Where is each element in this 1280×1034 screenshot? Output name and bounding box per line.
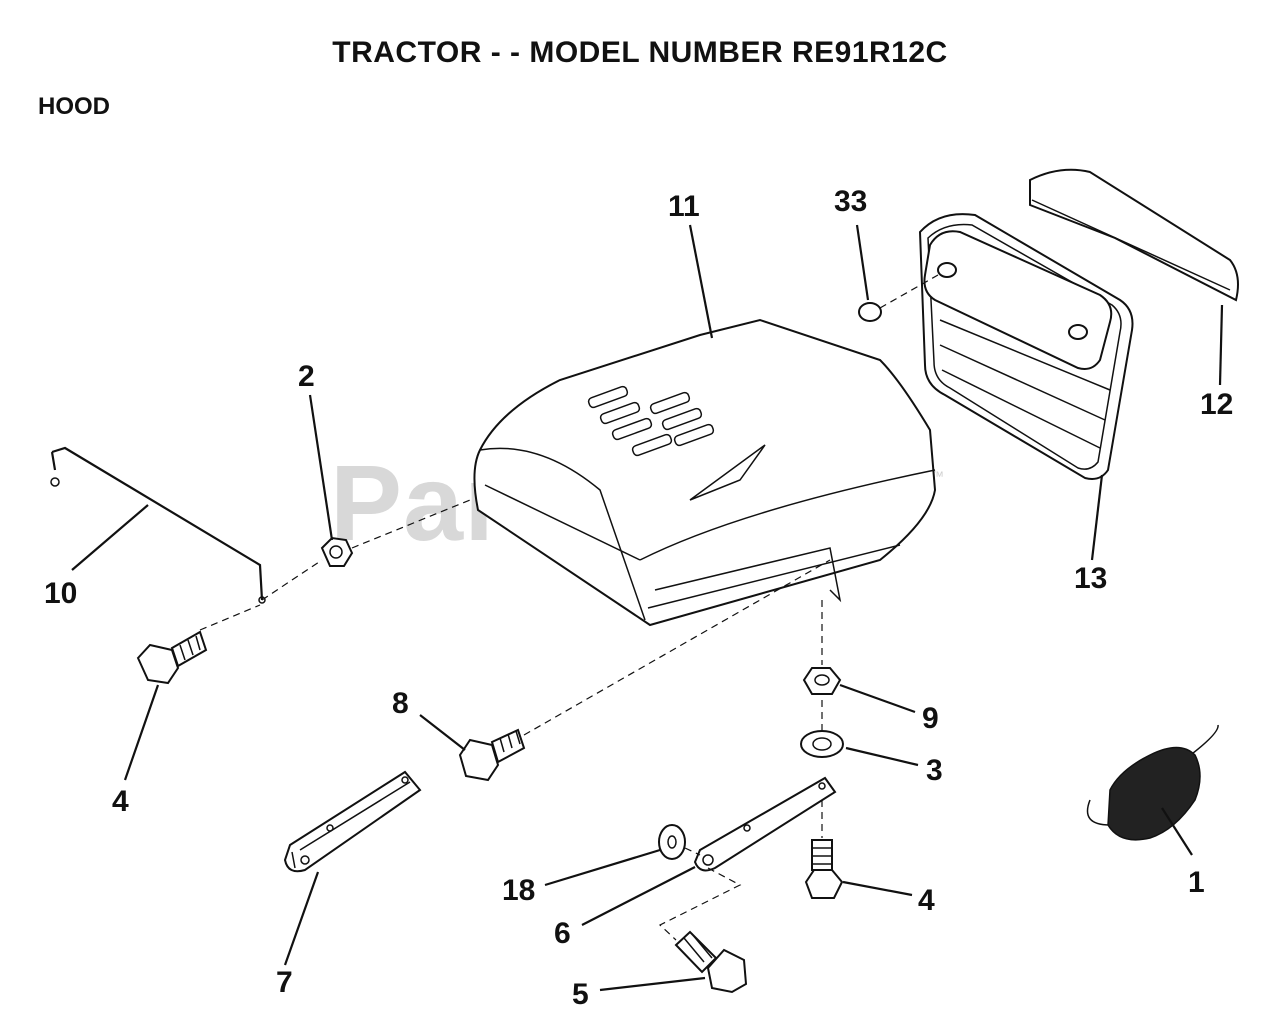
callout-1: 1 xyxy=(1188,866,1205,899)
callout-33: 33 xyxy=(834,185,867,218)
callout-6: 6 xyxy=(554,917,571,950)
callout-8: 8 xyxy=(392,687,409,720)
callout-2: 2 xyxy=(298,360,315,393)
part-nut xyxy=(320,536,354,567)
callout-7: 7 xyxy=(276,966,293,999)
part-washer-small xyxy=(658,824,686,860)
part-washer xyxy=(800,730,844,758)
callout-18: 18 xyxy=(502,874,535,907)
callout-13: 13 xyxy=(1074,562,1107,595)
callout-10: 10 xyxy=(44,577,77,610)
callout-12: 12 xyxy=(1200,388,1233,421)
callout-5: 5 xyxy=(572,978,589,1011)
callout-4-left: 4 xyxy=(112,785,129,818)
part-bolt-lower xyxy=(674,930,748,994)
part-bolt-right xyxy=(804,839,844,899)
part-rod xyxy=(50,446,266,604)
callout-4-right: 4 xyxy=(918,884,935,917)
part-spring xyxy=(1086,724,1219,841)
part-nut-small xyxy=(802,667,842,695)
section-label: HOOD xyxy=(38,93,110,120)
callout-3: 3 xyxy=(926,754,943,787)
diagram-title: TRACTOR - - MODEL NUMBER RE91R12C xyxy=(332,36,948,69)
part-lens xyxy=(1029,168,1239,302)
part-hood xyxy=(473,318,937,627)
part-bolt-center xyxy=(458,728,526,782)
part-bolt-left xyxy=(136,630,208,685)
callout-11: 11 xyxy=(668,190,700,223)
part-grille xyxy=(918,213,1134,480)
part-bracket xyxy=(693,776,837,872)
leader-lines xyxy=(71,224,1224,992)
callout-9: 9 xyxy=(922,702,939,735)
part-plug xyxy=(858,302,882,322)
part-bracket-left xyxy=(283,770,422,873)
